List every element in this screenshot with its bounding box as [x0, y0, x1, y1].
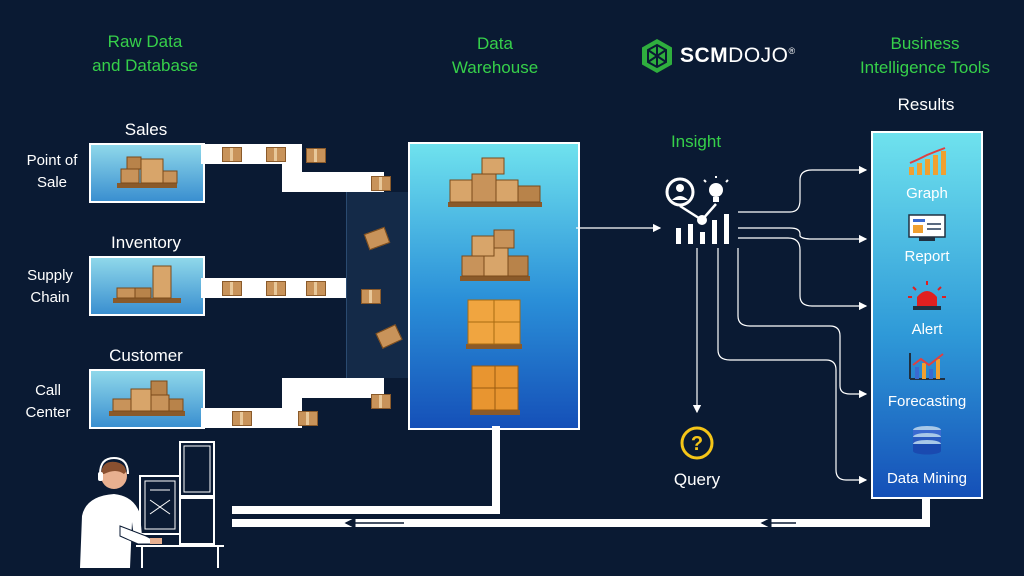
- alert-siren-icon: [908, 281, 946, 310]
- conveyor-chute: [346, 192, 409, 378]
- data-mining-icon: [913, 426, 941, 455]
- bi-tools-heading-line2: Intelligence Tools: [859, 58, 991, 77]
- bi-tools-heading: Business Intelligence Tools: [840, 32, 1010, 80]
- supply-chain-line1: Supply: [27, 267, 73, 284]
- point-of-sale-line2: Sale: [36, 174, 68, 191]
- customer-title: Customer: [109, 346, 183, 365]
- call-center-label: Call Center: [16, 380, 80, 424]
- query-label: Query: [673, 470, 721, 489]
- point-of-sale-line1: Point of: [26, 152, 78, 169]
- call-center-line2: Center: [25, 404, 71, 421]
- insight-icon: [665, 176, 729, 244]
- conveyor-box: [361, 289, 381, 304]
- supply-chain-line2: Chain: [30, 289, 70, 306]
- raw-data-heading: Raw Data and Database: [70, 30, 220, 78]
- data-warehouse-panel: [408, 142, 580, 430]
- raw-data-heading-line1: Raw Data: [107, 32, 183, 51]
- conveyor-sales-end: [282, 172, 384, 192]
- point-of-sale-label: Point of Sale: [20, 150, 84, 194]
- conveyor-box: [266, 281, 286, 296]
- conveyor-box: [222, 281, 242, 296]
- graph-icon: [909, 147, 946, 175]
- warehouse-boxes-icon: [448, 157, 542, 415]
- inventory-source-box: [89, 256, 205, 316]
- inventory-boxes-icon: [113, 265, 181, 303]
- bi-item-forecasting-label: Forecasting: [887, 393, 967, 410]
- conveyor-customer-end: [282, 378, 384, 398]
- raw-data-heading-line2: and Database: [92, 56, 198, 75]
- conveyor-box: [222, 147, 242, 162]
- conveyor-box: [371, 176, 391, 191]
- brand-light: DOJO: [728, 44, 789, 67]
- insight-label: Insight: [670, 132, 722, 151]
- conveyor-box: [232, 411, 252, 426]
- conveyor-box: [306, 148, 326, 163]
- operator-at-workstation-icon: [80, 441, 224, 568]
- conveyor-box: [306, 281, 326, 296]
- scmdojo-wordmark: SCMDOJO®: [680, 44, 796, 68]
- conveyor-box: [266, 147, 286, 162]
- query-icon: ?: [680, 426, 714, 460]
- conveyor-box: [371, 394, 391, 409]
- sales-title: Sales: [124, 120, 168, 139]
- results-label: Results: [897, 95, 955, 114]
- bi-tools-panel: Graph Report Alert Forecasting: [871, 131, 983, 499]
- sales-source-box: [89, 143, 205, 203]
- customer-boxes-icon: [109, 380, 185, 416]
- sales-boxes-icon: [117, 156, 178, 188]
- bi-item-report-label: Report: [904, 248, 950, 265]
- report-icon: [908, 214, 946, 241]
- forecasting-icon: [909, 353, 945, 380]
- svg-text:?: ?: [691, 433, 703, 455]
- bi-item-graph-label: Graph: [906, 185, 948, 202]
- scmdojo-logo: SCMDOJO®: [640, 38, 800, 74]
- conveyor-sales: [201, 144, 283, 164]
- brand-bold: SCM: [680, 44, 729, 67]
- data-warehouse-heading-line1: Data: [477, 34, 513, 53]
- customer-source-box: [89, 369, 205, 429]
- data-warehouse-heading-line2: Warehouse: [451, 58, 539, 77]
- inventory-title: Inventory: [111, 233, 181, 252]
- bi-tools-heading-line1: Business: [890, 34, 960, 53]
- conveyor-box: [298, 411, 318, 426]
- scmdojo-hexagon-icon: [642, 39, 672, 73]
- data-warehouse-heading: Data Warehouse: [430, 32, 560, 80]
- bi-item-data-mining-label: Data Mining: [886, 470, 968, 487]
- bi-item-alert-label: Alert: [911, 321, 943, 338]
- brand-reg: ®: [788, 46, 796, 56]
- call-center-line1: Call: [35, 382, 61, 399]
- supply-chain-label: Supply Chain: [18, 265, 82, 309]
